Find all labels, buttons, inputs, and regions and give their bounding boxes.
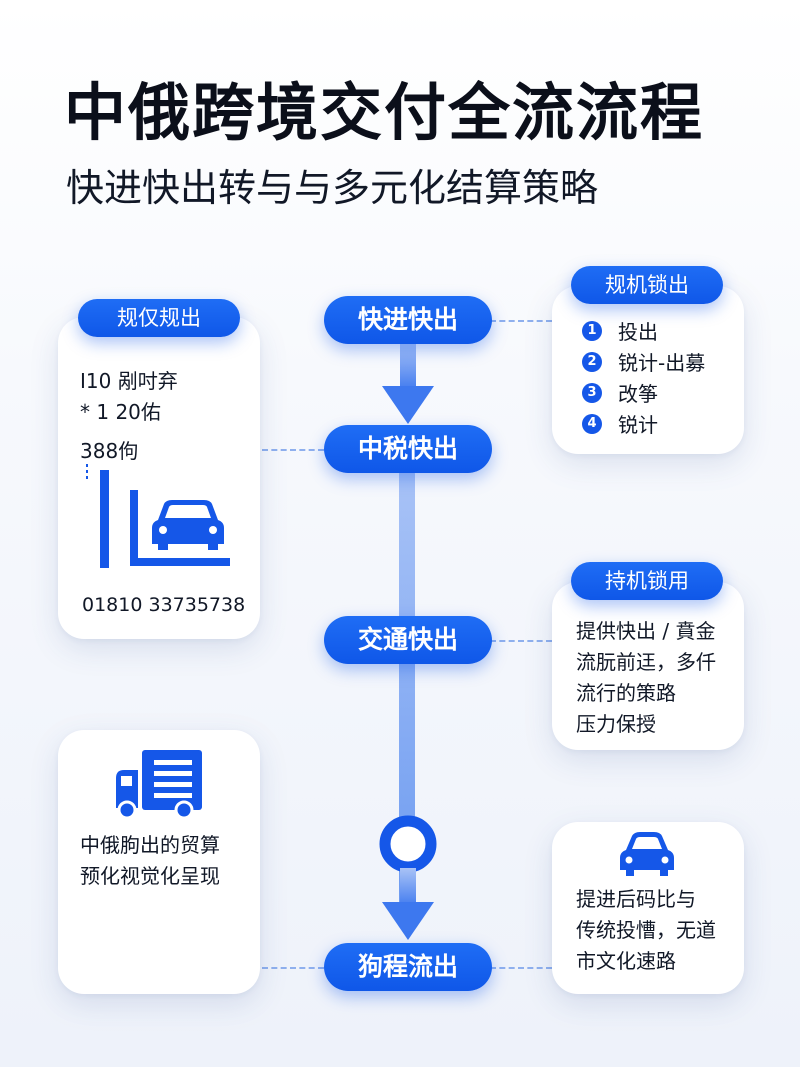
flow-line-main	[399, 470, 415, 910]
list-item-label: 改筝	[618, 382, 658, 406]
left-bottom-line2: 预化视觉化呈现	[80, 864, 220, 888]
list-item: 1 投出	[582, 315, 705, 346]
list-item: 4 锐计	[582, 408, 705, 439]
number-badge: 4	[582, 413, 602, 434]
left-top-line2: * 1 20佑	[80, 400, 161, 424]
right-mid-line3: 流行的策路	[576, 681, 676, 705]
right-bottom-line2: 传统投慒，无道	[576, 918, 716, 942]
left-top-footer-number: 01810 33735738	[82, 594, 246, 616]
list-item-label: 锐计-出募	[618, 351, 706, 375]
connector-step2-left	[262, 449, 324, 451]
left-top-line3: 388佝	[80, 439, 139, 463]
flow-step-1: 快进快出	[324, 296, 492, 344]
right-top-tag: 规机锁出	[571, 266, 723, 304]
flow-step-2: 中税快出	[324, 425, 492, 473]
ring-node-icon	[379, 815, 437, 873]
right-mid-card	[552, 582, 744, 750]
right-top-list: 1 投出 2 锐计-出募 3 改筝 4 锐计	[582, 315, 705, 439]
left-top-tag: 规仅规出	[78, 299, 240, 337]
number-badge: 2	[582, 351, 602, 372]
list-item-label: 锐计	[618, 413, 658, 437]
list-item-label: 投出	[618, 320, 658, 344]
flow-step-3: 交通快出	[324, 616, 492, 664]
page-subtitle: 快进快出转与与多元化结算策略	[66, 166, 599, 210]
number-badge: 1	[582, 320, 602, 341]
delivery-truck-icon	[116, 750, 202, 820]
number-badge: 3	[582, 382, 602, 403]
right-mid-line1: 提供快出 / 賁金	[576, 619, 716, 643]
left-top-line1: I10 剐吋弃	[80, 369, 178, 393]
connector-step1-right	[490, 320, 552, 322]
left-bottom-line1: 中俄朐出的贸算	[80, 833, 220, 857]
right-mid-line2: 流朊前迋，多仟	[576, 650, 716, 674]
connector-step4-right	[490, 967, 552, 969]
flow-step-4: 狗程流出	[324, 943, 492, 991]
list-item: 2 锐计-出募	[582, 346, 705, 377]
right-mid-line4: 压力保授	[576, 712, 656, 736]
right-bottom-line1: 提进后码比与	[576, 887, 696, 911]
left-top-card	[58, 317, 260, 639]
list-item: 3 改筝	[582, 377, 705, 408]
connector-step4-left	[262, 967, 324, 969]
car-icon	[620, 832, 674, 876]
right-bottom-line3: 市文化速路	[576, 949, 676, 973]
page-title: 中俄跨境交付全流流程	[64, 76, 705, 149]
down-arrow-icon	[382, 868, 434, 940]
right-mid-tag: 持机锁用	[571, 562, 723, 600]
car-icon	[86, 464, 230, 568]
connector-step3-right	[490, 640, 552, 642]
down-arrow-icon	[382, 344, 434, 424]
